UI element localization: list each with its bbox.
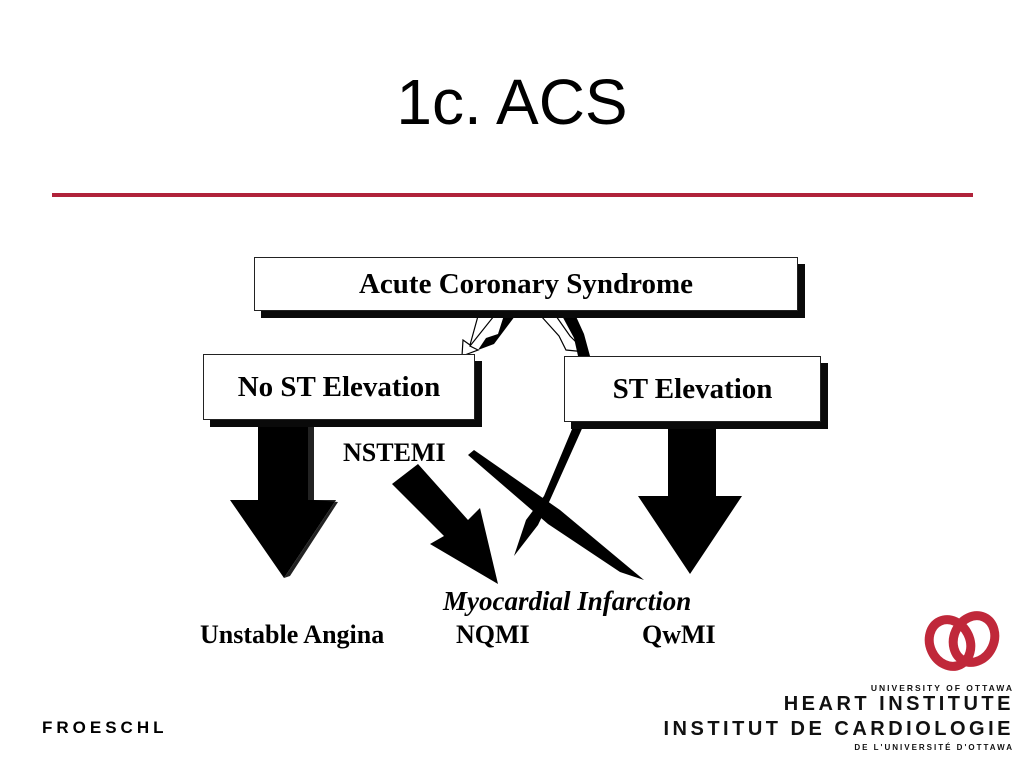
slide-title: 1c. ACS: [396, 66, 628, 138]
arrow-nstemi-to-nqmi: [392, 464, 498, 584]
box-st-elevation: ST Elevation: [564, 356, 821, 422]
title-divider-line: [52, 193, 973, 197]
label-nstemi: NSTEMI: [343, 438, 446, 467]
spike-st-to-nqmi: [514, 422, 585, 556]
logo-universite-line: DE L'UNIVERSITÉ D'OTTAWA: [854, 743, 1014, 752]
logo-institut-line: INSTITUT DE CARDIOLOGIE: [663, 718, 1014, 740]
box-acute-coronary-syndrome: Acute Coronary Syndrome: [254, 257, 798, 311]
arrow-no-st-to-unstable-angina: [230, 424, 336, 578]
arrow-acs-to-no-st-bolt: [478, 312, 518, 350]
spike-nstemi-to-qwmi: [468, 450, 644, 580]
title-divider: [52, 193, 973, 197]
box-no-st-elevation: No ST Elevation: [203, 354, 475, 420]
arrow-no-st-to-unstable-angina-shade: [284, 424, 338, 578]
heart-emblem-icon: [924, 611, 1000, 671]
logo-university-line: UNIVERSITY OF OTTAWA: [870, 683, 1014, 693]
label-myocardial-infarction: Myocardial Infarction: [443, 586, 692, 616]
outcome-qwmi: QwMI: [642, 620, 716, 649]
arrow-st-to-qwmi: [638, 424, 742, 574]
arrow-acs-to-no-st-hollow: [461, 315, 496, 357]
outcome-unstable-angina: Unstable Angina: [200, 620, 385, 649]
arrow-acs-to-st-bolt: [560, 312, 590, 356]
logo-heart-institute-line: HEART INSTITUTE: [783, 693, 1014, 715]
heart-institute-logo: UNIVERSITY OF OTTAWA HEART INSTITUTE INS…: [660, 605, 1020, 765]
author-name: FROESCHL: [42, 718, 168, 737]
outcome-nqmi: NQMI: [456, 620, 530, 649]
